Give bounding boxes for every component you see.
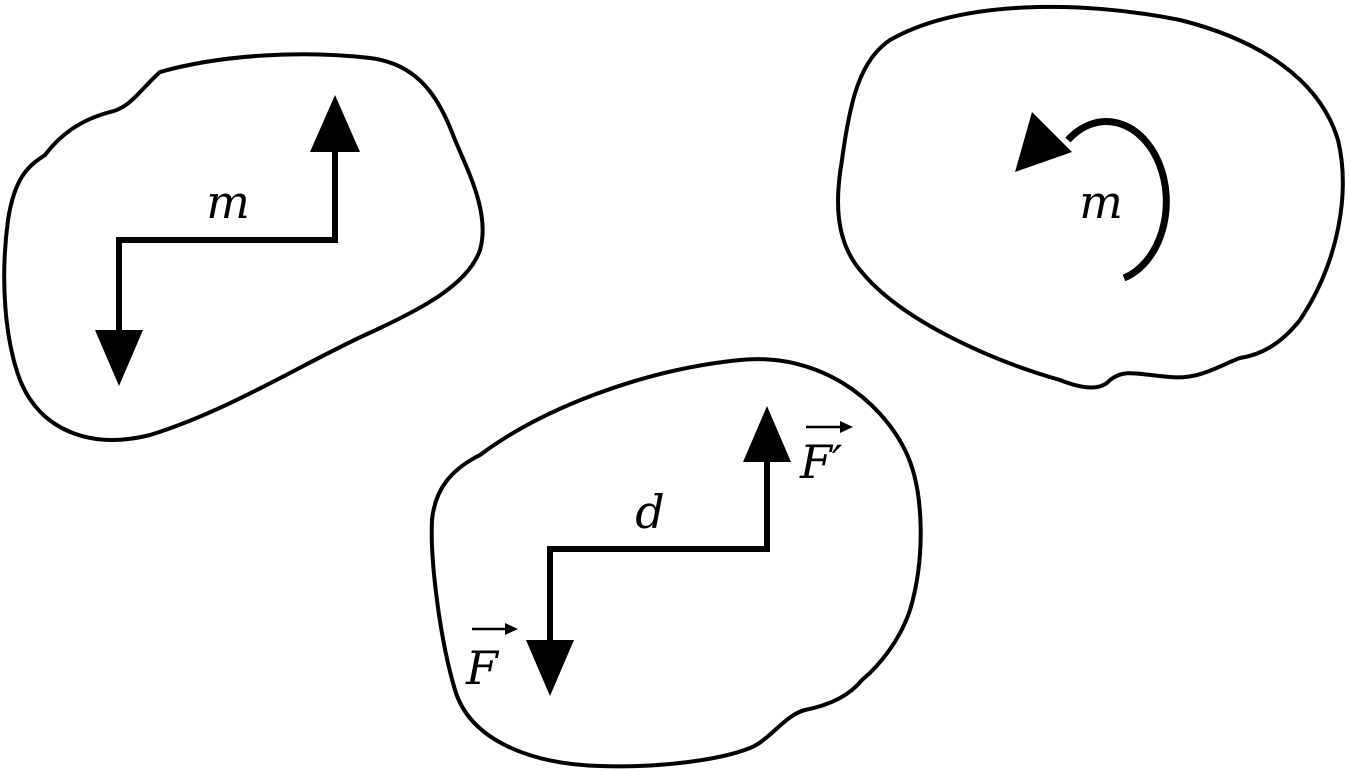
body-curved-moment: m bbox=[836, 4, 1345, 390]
vector-arrow-icon bbox=[806, 421, 853, 433]
body-outline bbox=[2, 52, 485, 442]
body-force-couple: d F′ F bbox=[429, 357, 923, 769]
moment-label: m bbox=[1079, 175, 1123, 229]
body-outline bbox=[836, 4, 1345, 390]
moment-arc-arrowhead bbox=[1015, 112, 1072, 172]
moment-arm-line bbox=[116, 152, 338, 330]
moment-arm-line bbox=[547, 462, 770, 640]
body-couple: m bbox=[2, 52, 485, 442]
force-prime-arrowhead bbox=[743, 406, 791, 462]
distance-label: d bbox=[635, 485, 664, 539]
force-label: F bbox=[465, 641, 500, 695]
down-arrowhead bbox=[95, 330, 143, 386]
up-arrowhead bbox=[310, 95, 360, 152]
moment-label: m bbox=[206, 175, 250, 229]
force-prime-label: F′ bbox=[799, 435, 843, 489]
body-outline bbox=[429, 357, 923, 769]
force-arrowhead bbox=[526, 640, 574, 696]
moment-arc bbox=[1065, 118, 1170, 282]
vector-arrow-icon bbox=[472, 623, 518, 635]
